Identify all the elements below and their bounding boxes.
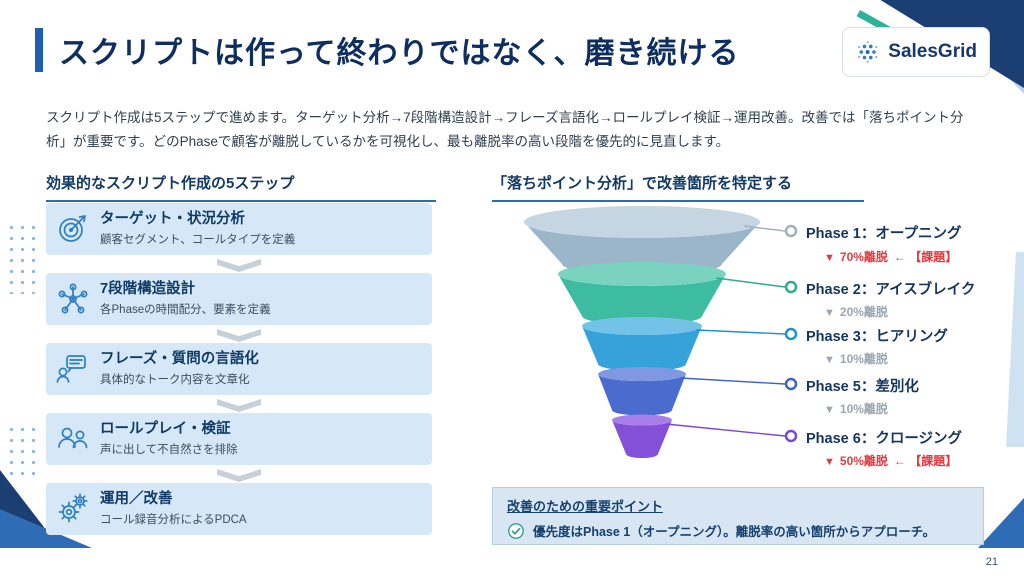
connector-dot-5	[784, 429, 798, 443]
chevron-down-icon	[217, 399, 261, 412]
connector-dot-3	[784, 327, 798, 341]
step-card-5: 運用／改善 コール録音分析によるPDCA	[46, 483, 432, 535]
connector-dot-4	[784, 377, 798, 391]
drop-label-5: ▼ 50%離脱 ← 【課題】	[824, 452, 957, 469]
connector-line-2	[715, 277, 786, 288]
connector-line-3	[695, 329, 786, 335]
step-card-4: ロールプレイ・検証 声に出して不自然さを排除	[46, 413, 432, 465]
funnel-layer-4-top	[598, 367, 686, 381]
phase-label-2: Phase 2：アイスブレイク	[806, 282, 976, 298]
chevron-down-icon	[217, 329, 261, 342]
funnel-layer-1-top	[524, 206, 760, 238]
connector-line-4	[679, 377, 786, 385]
funnel-layer-2-top	[558, 262, 726, 286]
funnel-layer-3-top	[582, 317, 702, 335]
phase-label-3: Phase 3：ヒアリング	[806, 329, 948, 345]
chevron-down-icon	[217, 259, 261, 272]
footer-strip: 21	[0, 548, 1024, 576]
steps-heading: 効果的なスクリプト作成の5ステップ	[46, 172, 436, 202]
title-accent-bar	[35, 28, 43, 72]
check-icon	[508, 522, 524, 539]
drop-value: 10%離脱	[839, 352, 888, 366]
keypoint-heading: 改善のための重要ポイント	[507, 499, 664, 514]
step-desc: コール録音分析によるPDCA	[100, 514, 247, 527]
keypoint-box: 改善のための重要ポイント 優先度はPhase 1（オープニング）。離脱率の高い箇…	[492, 487, 984, 545]
decor-right-edge-wedge	[1006, 252, 1024, 447]
decor-bottom-right-blue-wedge	[978, 498, 1024, 548]
funnel-layer-4	[598, 374, 686, 416]
drop-triangle-icon: ▼	[824, 456, 835, 468]
step-desc: 顧客セグメント、コールタイプを定義	[100, 234, 296, 247]
people-icon	[58, 427, 88, 449]
funnel-diagram: Phase 1：オープニング ▼ 70%離脱 ← 【課題】 Phase 2：アイスブ…	[492, 204, 992, 484]
step-desc: 具体的なトーク内容を文章化	[100, 374, 250, 387]
funnel-heading: 「落ちポイント分析」で改善箇所を特定する	[492, 172, 864, 202]
speech-icon	[56, 355, 86, 383]
drop-triangle-icon: ▼	[824, 307, 835, 319]
logo-text: SalesGrid	[888, 41, 977, 62]
drop-value: 50%離脱	[839, 454, 888, 468]
step-card-2: 7段階構造設計 各Phaseの時間配分、要素を定義	[46, 273, 432, 325]
connector-dot-1	[784, 224, 798, 238]
phase-label-4: Phase 5：差別化	[806, 379, 919, 395]
phase-label-1: Phase 1：オープニング	[806, 226, 962, 242]
drop-label-3: ▼ 10%離脱	[824, 350, 888, 367]
phase-label-5: Phase 6：クロージング	[806, 431, 963, 447]
step-title: 7段階構造設計	[100, 280, 196, 297]
drop-triangle-icon: ▼	[824, 404, 835, 416]
drop-note: ← 【課題】	[893, 454, 958, 468]
drop-value: 70%離脱	[839, 250, 888, 264]
target-icon	[59, 215, 86, 242]
connector-dot-2	[784, 280, 798, 294]
drop-triangle-icon: ▼	[824, 354, 835, 366]
page-number: 21	[985, 556, 998, 568]
funnel-chart	[524, 206, 798, 458]
drop-label-2: ▼ 20%離脱	[824, 303, 888, 320]
drop-note: ← 【課題】	[893, 250, 958, 264]
funnel-layer-2	[558, 274, 726, 325]
step-desc: 各Phaseの時間配分、要素を定義	[100, 304, 271, 317]
funnel-layer-1	[524, 222, 760, 275]
gear-icon	[58, 493, 88, 523]
logo-flower-icon	[858, 41, 878, 63]
drop-label-4: ▼ 10%離脱	[824, 400, 888, 417]
funnel-layer-3	[582, 326, 702, 371]
drop-value: 10%離脱	[839, 402, 888, 416]
header: スクリプトは作って終わりではなく、磨き続ける	[35, 28, 740, 72]
step-title: 運用／改善	[100, 490, 173, 507]
step-card-1: ターゲット・状況分析 顧客セグメント、コールタイプを定義	[46, 203, 432, 255]
network-icon	[58, 283, 88, 314]
page-title: スクリプトは作って終わりではなく、磨き続ける	[59, 37, 740, 70]
drop-triangle-icon: ▼	[824, 252, 835, 264]
logo: SalesGrid	[842, 27, 990, 77]
chevron-down-icon	[217, 469, 261, 482]
step-card-3: フレーズ・質問の言語化 具体的なトーク内容を文章化	[46, 343, 432, 395]
step-title: ロールプレイ・検証	[100, 420, 231, 437]
drop-label-1: ▼ 70%離脱 ← 【課題】	[824, 248, 957, 265]
keypoint-text: 優先度はPhase 1（オープニング）。離脱率の高い箇所からアプローチ。	[533, 525, 936, 539]
intro-text: スクリプト作成は5ステップで進めます。ターゲット分析→7段階構造設計→フレーズ言…	[46, 110, 964, 149]
decor-dot-grid-upper	[6, 222, 40, 294]
step-title: ターゲット・状況分析	[100, 210, 245, 227]
step-title: フレーズ・質問の言語化	[100, 350, 259, 367]
drop-value: 20%離脱	[839, 305, 888, 319]
connector-line-1	[743, 225, 786, 232]
funnel-layer-5	[612, 420, 672, 458]
decor-dot-grid-lower	[6, 424, 40, 480]
connector-line-5	[665, 423, 786, 437]
step-desc: 声に出して不自然さを排除	[100, 444, 238, 457]
funnel-layer-5-top	[612, 414, 672, 426]
